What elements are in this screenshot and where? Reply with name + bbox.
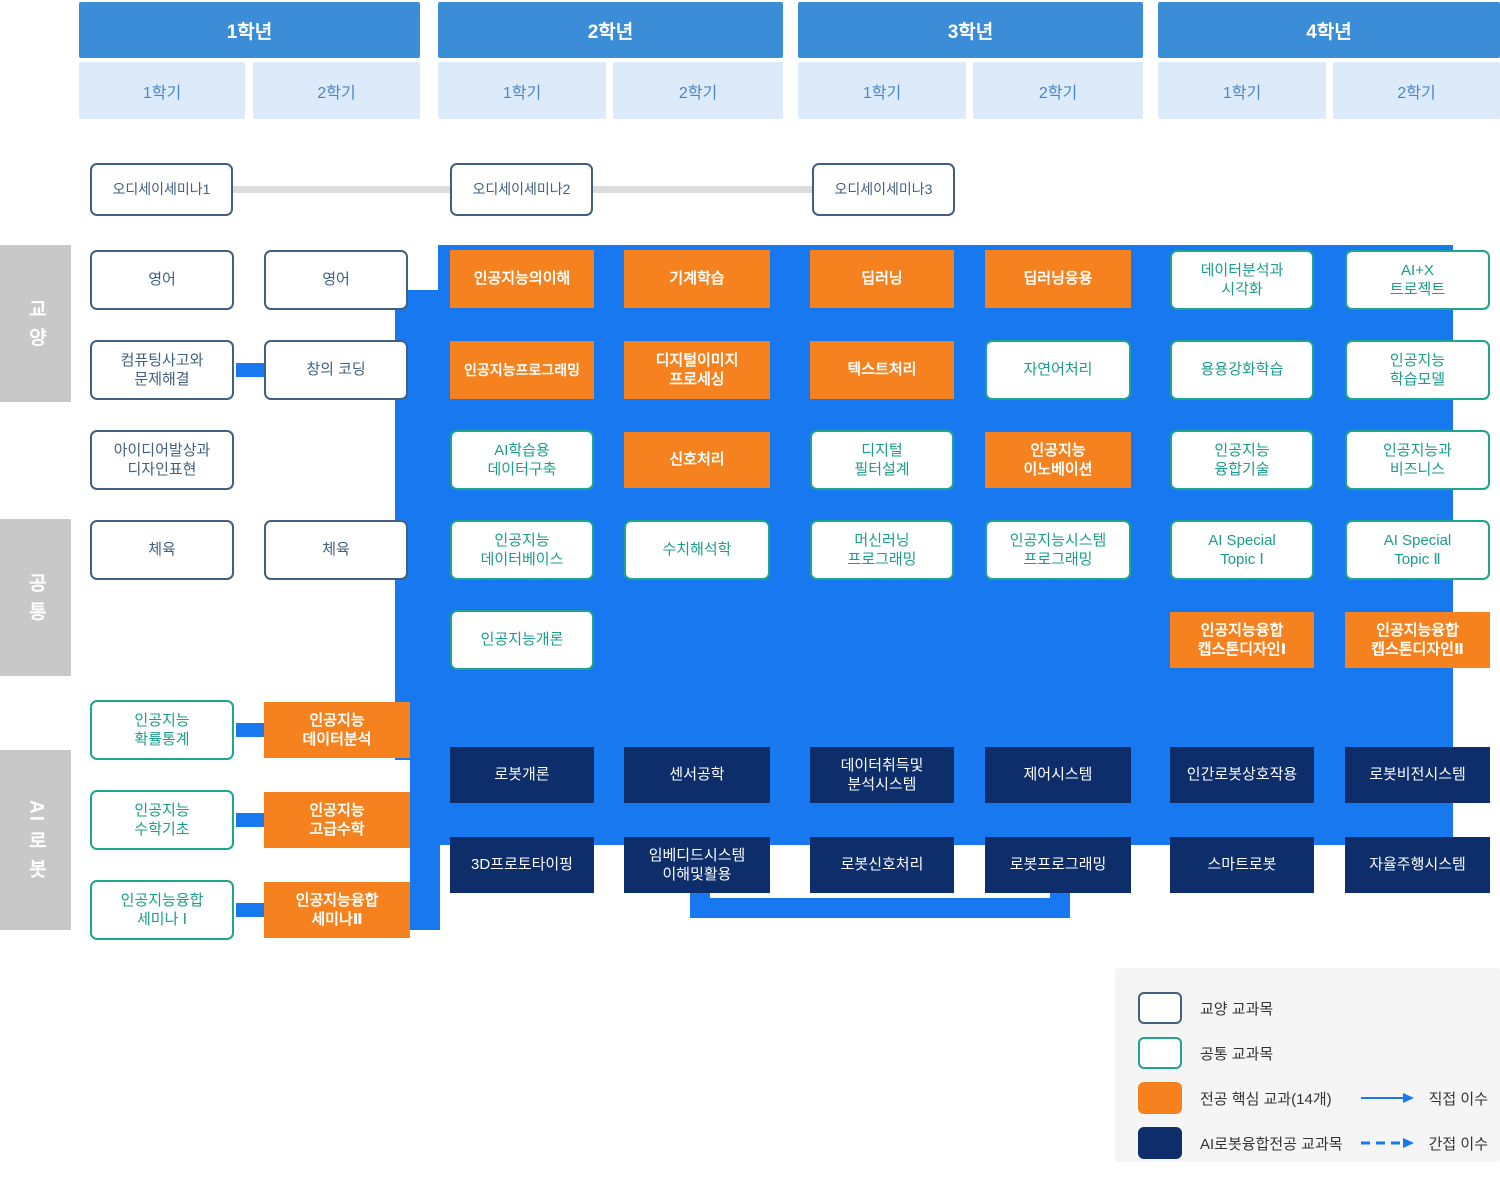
course-box[interactable]: AI Special Topic Ⅱ xyxy=(1345,520,1490,580)
category-label-gongtong: 공 통 xyxy=(0,519,71,676)
course-box[interactable]: 인공지능의이해 xyxy=(450,250,594,308)
flow-arrow-stub xyxy=(236,813,266,827)
legend-swatch-airobot-icon xyxy=(1138,1127,1182,1159)
legend-row-gyoyang: 교양 교과목 xyxy=(1138,992,1478,1024)
legend-swatch-gyoyang-icon xyxy=(1138,992,1182,1024)
category-label-gyoyang: 교 양 xyxy=(0,245,71,402)
semester-header-1-2: 2학기 xyxy=(253,62,420,119)
course-box[interactable]: 인공지능 수학기초 xyxy=(90,790,234,850)
course-box[interactable]: 인공지능융합 세미나 Ⅰ xyxy=(90,880,234,940)
course-box[interactable]: 기계학습 xyxy=(624,250,770,308)
legend-label: 교양 교과목 xyxy=(1200,1000,1274,1018)
legend-row-core: 전공 핵심 교과(14개) 직접 이수 xyxy=(1138,1082,1488,1114)
legend-label: 공통 교과목 xyxy=(1200,1045,1274,1063)
year-header-1: 1학년 xyxy=(79,2,420,58)
course-box[interactable]: 로봇개론 xyxy=(450,747,594,803)
legend-swatch-core-icon xyxy=(1138,1082,1182,1114)
odyssey-seminar-2[interactable]: 오디세이세미나2 xyxy=(450,163,593,216)
odyssey-link-2 xyxy=(592,186,816,193)
course-box[interactable]: 아이디어발상과 디자인표현 xyxy=(90,430,234,490)
semester-header-2-1: 1학기 xyxy=(438,62,606,119)
course-box[interactable]: 인공지능 데이터분석 xyxy=(264,702,410,758)
course-box[interactable]: 인공지능프로그래밍 xyxy=(450,341,594,399)
course-box[interactable]: 제어시스템 xyxy=(985,747,1131,803)
year-header-3: 3학년 xyxy=(798,2,1143,58)
semester-header-4-1: 1학기 xyxy=(1158,62,1326,119)
odyssey-seminar-3[interactable]: 오디세이세미나3 xyxy=(812,163,955,216)
course-box[interactable]: 인공지능 확률통계 xyxy=(90,700,234,760)
legend-arrow-label: 간접 이수 xyxy=(1428,1135,1488,1153)
course-box[interactable]: 센서공학 xyxy=(624,747,770,803)
course-box[interactable]: 영어 xyxy=(264,250,408,310)
course-box[interactable]: 자연어처리 xyxy=(985,340,1131,400)
course-box[interactable]: 신호처리 xyxy=(624,432,770,488)
course-box[interactable]: 스마트로봇 xyxy=(1170,837,1314,893)
course-box[interactable]: 창의 코딩 xyxy=(264,340,408,400)
course-box[interactable]: 머신러닝 프로그래밍 xyxy=(810,520,954,580)
course-box[interactable]: 인공지능융합 캡스톤디자인Ⅰ xyxy=(1170,612,1314,668)
semester-header-1-1: 1학기 xyxy=(79,62,245,119)
course-box[interactable]: 로봇비전시스템 xyxy=(1345,747,1490,803)
legend-arrow-indirect: 간접 이수 xyxy=(1360,1133,1488,1154)
course-box[interactable]: 인공지능융합 캡스톤디자인Ⅱ xyxy=(1345,612,1490,668)
flow-arrow-stub xyxy=(236,363,266,377)
legend-label: AI로봇융합전공 교과목 xyxy=(1200,1135,1343,1153)
course-box[interactable]: 영어 xyxy=(90,250,234,310)
semester-header-4-2: 2학기 xyxy=(1333,62,1500,119)
course-box[interactable]: 인공지능 이노베이션 xyxy=(985,432,1131,488)
course-box[interactable]: 데이터취득및 분석시스템 xyxy=(810,747,954,803)
odyssey-link-1 xyxy=(232,186,456,193)
course-box[interactable]: 수치해석학 xyxy=(624,520,770,580)
course-box[interactable]: 인공지능 데이터베이스 xyxy=(450,520,594,580)
course-box[interactable]: 로봇프로그래밍 xyxy=(985,837,1131,893)
course-box[interactable]: 텍스트처리 xyxy=(810,341,954,399)
legend-panel: 교양 교과목 공통 교과목 전공 핵심 교과(14개) 직접 이수 AI로봇융합… xyxy=(1115,968,1500,1162)
semester-header-3-1: 1학기 xyxy=(798,62,966,119)
year-header-4: 4학년 xyxy=(1158,2,1500,58)
odyssey-seminar-1[interactable]: 오디세이세미나1 xyxy=(90,163,233,216)
course-box[interactable]: 인간로봇상호작용 xyxy=(1170,747,1314,803)
solid-arrow-icon xyxy=(1360,1093,1414,1103)
course-box[interactable]: 임베디드시스템 이해및활용 xyxy=(624,837,770,893)
course-box[interactable]: 디지털 필터설계 xyxy=(810,430,954,490)
course-box[interactable]: 딥러닝 xyxy=(810,250,954,308)
category-label-airobot: AI 로 봇 xyxy=(0,750,71,930)
course-box[interactable]: 3D프로토타이핑 xyxy=(450,837,594,893)
semester-header-2-2: 2학기 xyxy=(613,62,783,119)
course-box[interactable]: 디지털이미지 프로세싱 xyxy=(624,341,770,399)
legend-arrow-direct: 직접 이수 xyxy=(1360,1088,1488,1109)
course-box[interactable]: 자율주행시스템 xyxy=(1345,837,1490,893)
course-box[interactable]: 딥러닝응용 xyxy=(985,250,1131,308)
course-box[interactable]: 로봇신호처리 xyxy=(810,837,954,893)
course-box[interactable]: AI Special Topic Ⅰ xyxy=(1170,520,1314,580)
course-box[interactable]: 인공지능개론 xyxy=(450,610,594,670)
course-box[interactable]: AI학습용 데이터구축 xyxy=(450,430,594,490)
course-box[interactable]: 인공지능과 비즈니스 xyxy=(1345,430,1490,490)
dashed-arrow-icon xyxy=(1360,1138,1414,1148)
course-box[interactable]: 체육 xyxy=(264,520,408,580)
course-box[interactable]: 체육 xyxy=(90,520,234,580)
flow-arrow-stub xyxy=(236,723,266,737)
course-box[interactable]: 컴퓨팅사고와 문제해결 xyxy=(90,340,234,400)
course-box[interactable]: 용용강화학습 xyxy=(1170,340,1314,400)
semester-header-3-2: 2학기 xyxy=(973,62,1143,119)
course-box[interactable]: 인공지능 고급수학 xyxy=(264,792,410,848)
legend-swatch-gongtong-icon xyxy=(1138,1037,1182,1069)
header-row: 1학년 1학기 2학기 2학년 1학기 2학기 3학년 1학기 2학기 4학년 … xyxy=(0,0,1500,122)
course-box[interactable]: 인공지능 융합기술 xyxy=(1170,430,1314,490)
flow-segment xyxy=(690,898,1070,918)
course-box[interactable]: 데이터분석과 시각화 xyxy=(1170,250,1314,310)
flow-arrow-stub xyxy=(236,903,266,917)
course-box[interactable]: 인공지능 학습모델 xyxy=(1345,340,1490,400)
course-box[interactable]: 인공지능융합 세미나Ⅱ xyxy=(264,882,410,938)
legend-label: 전공 핵심 교과(14개) xyxy=(1200,1090,1332,1108)
legend-row-gongtong: 공통 교과목 xyxy=(1138,1037,1478,1069)
course-box[interactable]: 인공지능시스템 프로그래밍 xyxy=(985,520,1131,580)
legend-arrow-label: 직접 이수 xyxy=(1428,1090,1488,1108)
legend-row-airobot: AI로봇융합전공 교과목 간접 이수 xyxy=(1138,1127,1488,1159)
flow-arrow-stub xyxy=(410,700,440,930)
year-header-2: 2학년 xyxy=(438,2,783,58)
course-box[interactable]: AI+X 트로젝트 xyxy=(1345,250,1490,310)
